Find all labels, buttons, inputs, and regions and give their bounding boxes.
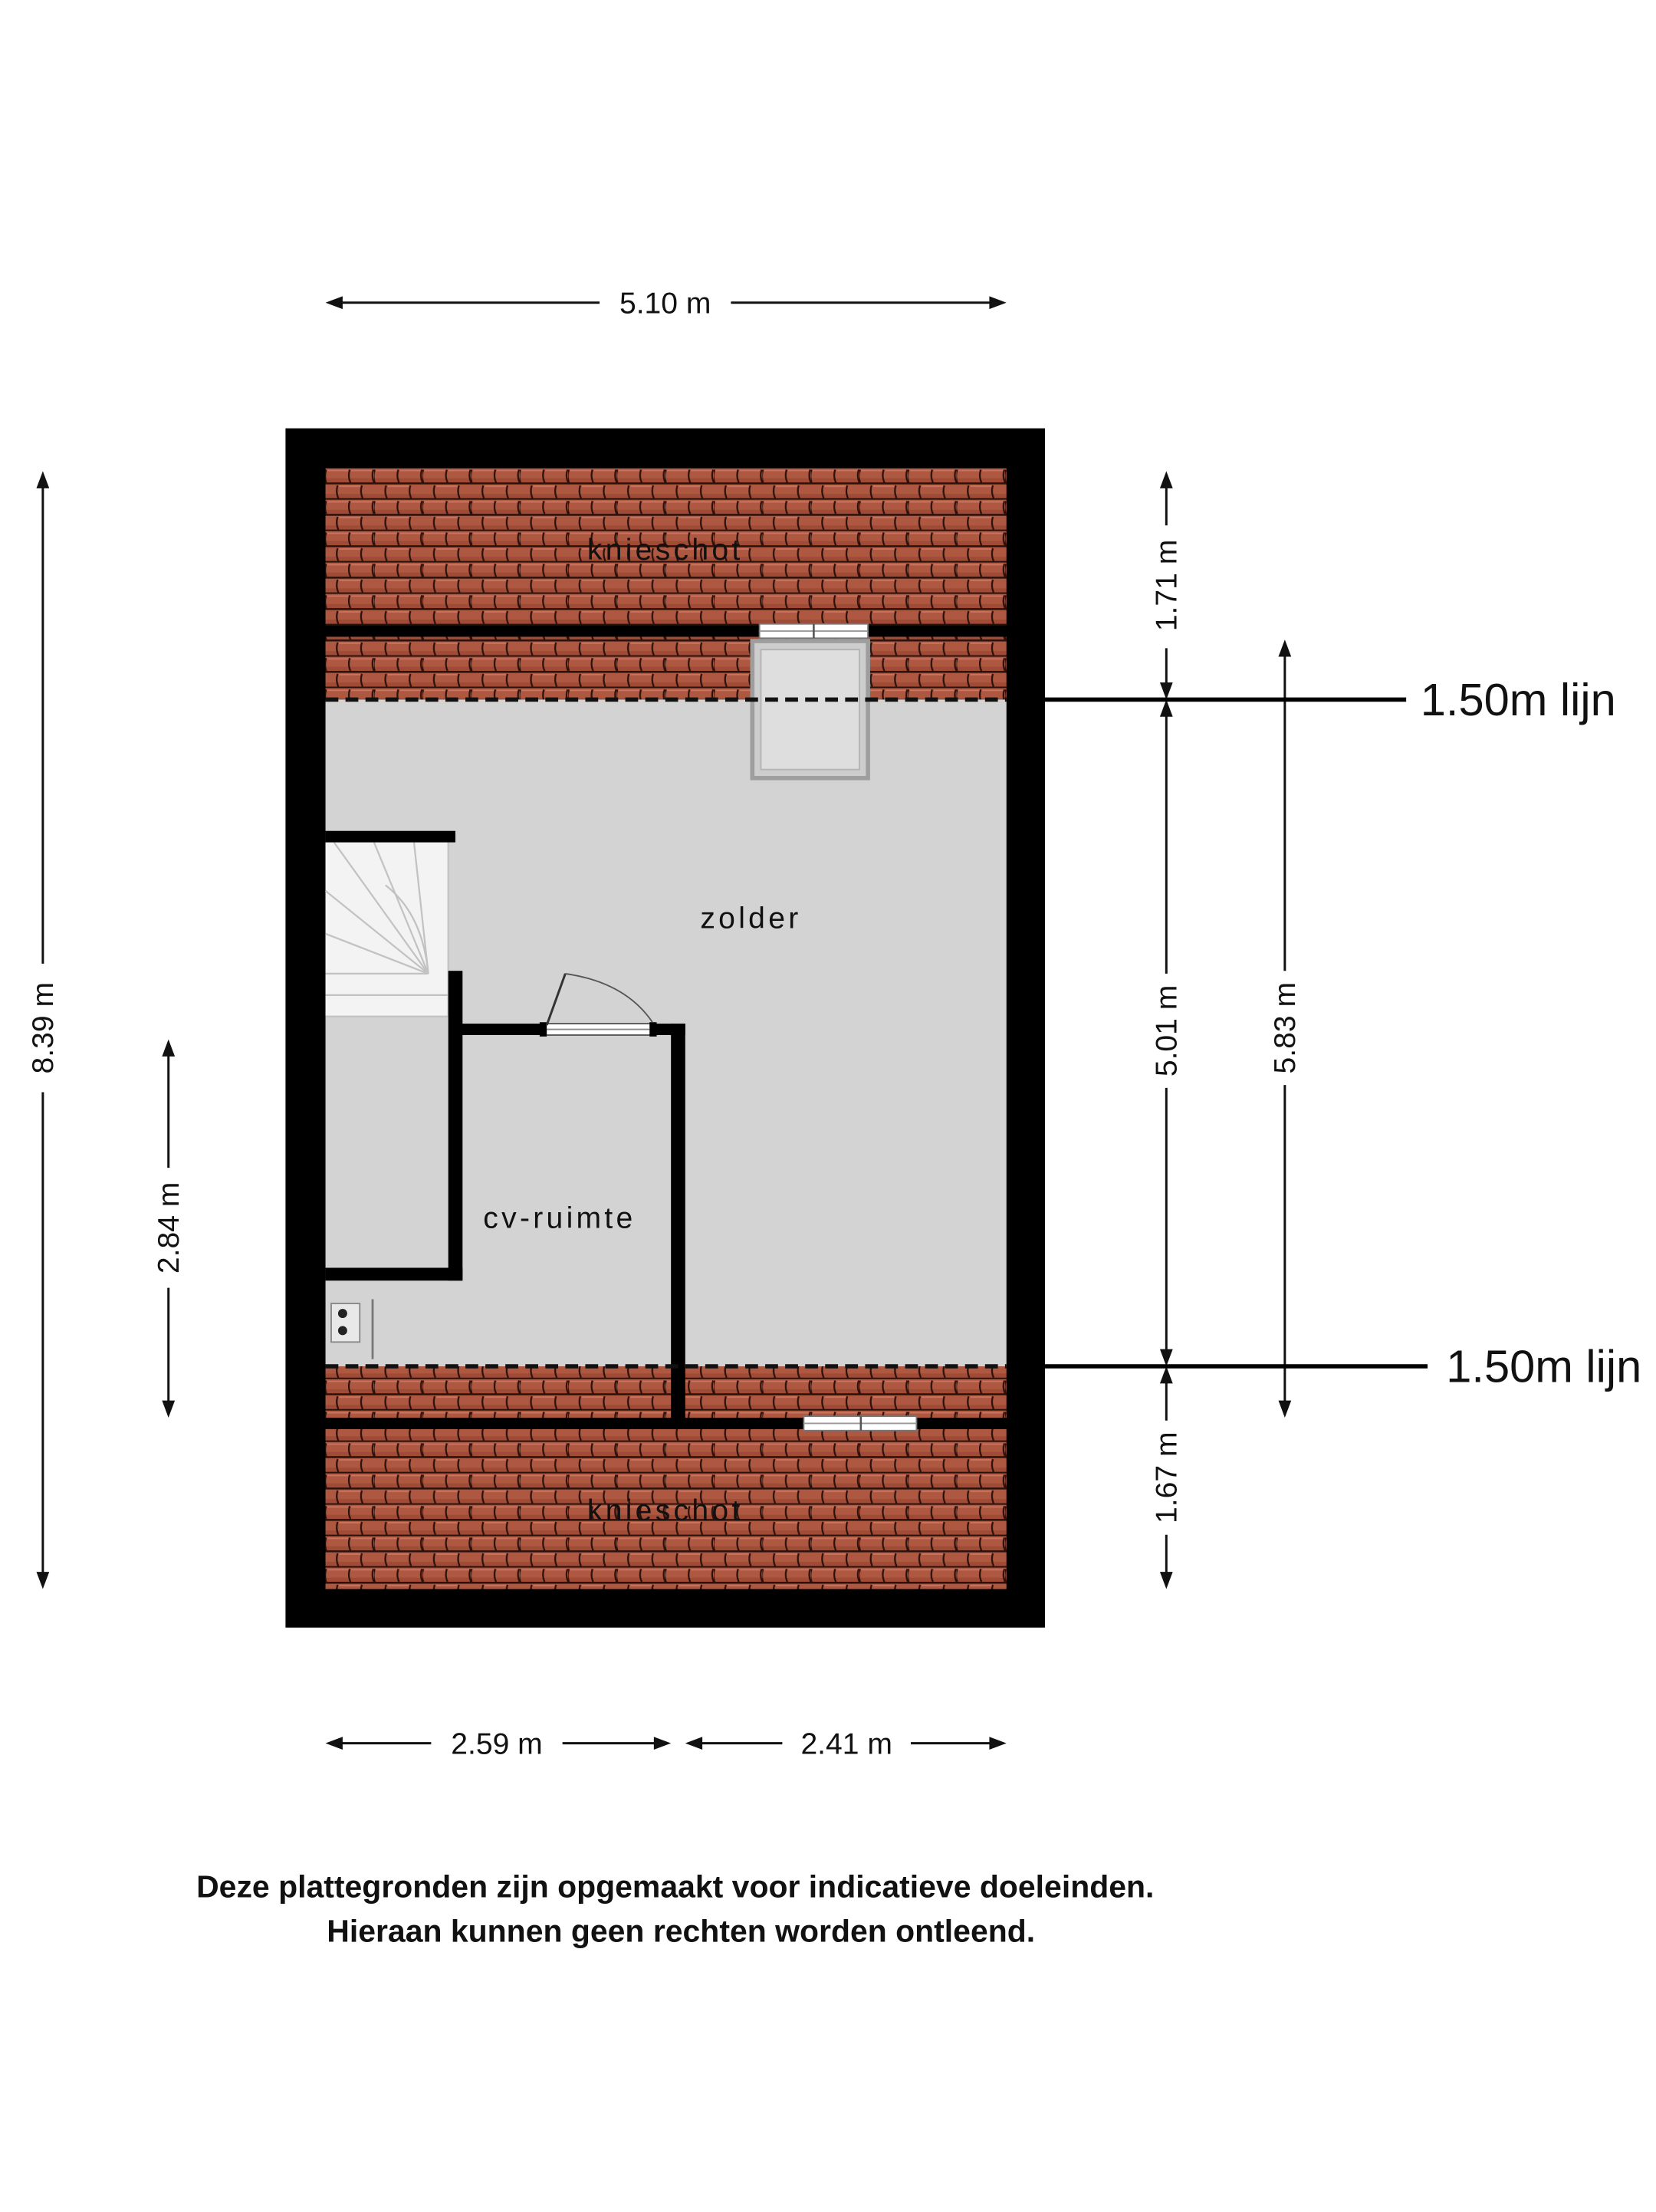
dimension-top-width: 5.10 m	[325, 288, 1007, 320]
room-label-cv-ruimte: cv-ruimte	[483, 1201, 636, 1234]
dimension-label-right-bottom: 1.67 m	[1150, 1431, 1183, 1523]
roof-tiles-slope-bottom	[325, 1366, 1007, 1418]
boiler-fixture	[330, 1299, 374, 1359]
dimension-label-right-outer: 5.83 m	[1269, 982, 1302, 1074]
dimension-left-total: 8.39 m	[27, 471, 60, 1589]
height-line-label-bottom: 1.50m lijn	[1446, 1340, 1641, 1392]
height-line-marker-bottom: 1.50m lijn	[1045, 1340, 1641, 1392]
roof-tiles-slope-top	[325, 636, 1007, 700]
stair-right-wall	[448, 971, 463, 1281]
dimension-right-middle: 5.01 m	[1150, 699, 1183, 1366]
dimension-bottom-left: 2.59 m	[325, 1728, 672, 1761]
dimension-label-left-cv: 2.84 m	[153, 1182, 186, 1274]
window-top-wall	[758, 623, 869, 639]
roof-tiles-knieschot-top	[325, 468, 1007, 626]
dimension-left-cv: 2.84 m	[153, 1039, 186, 1418]
skylight	[750, 639, 870, 781]
dimension-label-top-width: 5.10 m	[619, 288, 711, 320]
dimension-label-bottom-left: 2.59 m	[451, 1728, 543, 1761]
cv-right-wall	[671, 1024, 685, 1421]
room-label-knieschot-top: knieschot	[587, 534, 744, 567]
roof-tiles-knieschot-bottom	[325, 1428, 1007, 1589]
dimension-right-outer: 5.83 m	[1269, 639, 1302, 1418]
disclaimer-line-2: Hieraan kunnen geen rechten worden ontle…	[327, 1913, 1035, 1948]
staircase	[324, 841, 449, 1017]
stair-top-wall	[325, 830, 456, 843]
height-line-marker-top: 1.50m lijn	[1045, 674, 1616, 725]
dimension-bottom-right: 2.41 m	[685, 1728, 1007, 1761]
dimension-right-bottom: 1.67 m	[1150, 1366, 1183, 1589]
dimension-label-right-top: 1.71 m	[1150, 540, 1183, 632]
height-line-label-top: 1.50m lijn	[1421, 674, 1616, 725]
dimension-label-left-total: 8.39 m	[27, 982, 60, 1074]
dimension-right-top: 1.71 m	[1150, 471, 1183, 700]
room-label-zolder: zolder	[700, 902, 801, 935]
room-label-knieschot-bottom: knieschot	[587, 1494, 744, 1527]
disclaimer-line-1: Deze plattegronden zijn opgemaakt voor i…	[196, 1869, 1154, 1905]
cv-door	[539, 973, 657, 1037]
stair-bottom-wall	[325, 1267, 463, 1281]
dimension-label-right-middle: 5.01 m	[1150, 985, 1183, 1077]
dimension-label-bottom-right: 2.41 m	[800, 1728, 892, 1761]
window-bottom-wall	[803, 1415, 918, 1431]
